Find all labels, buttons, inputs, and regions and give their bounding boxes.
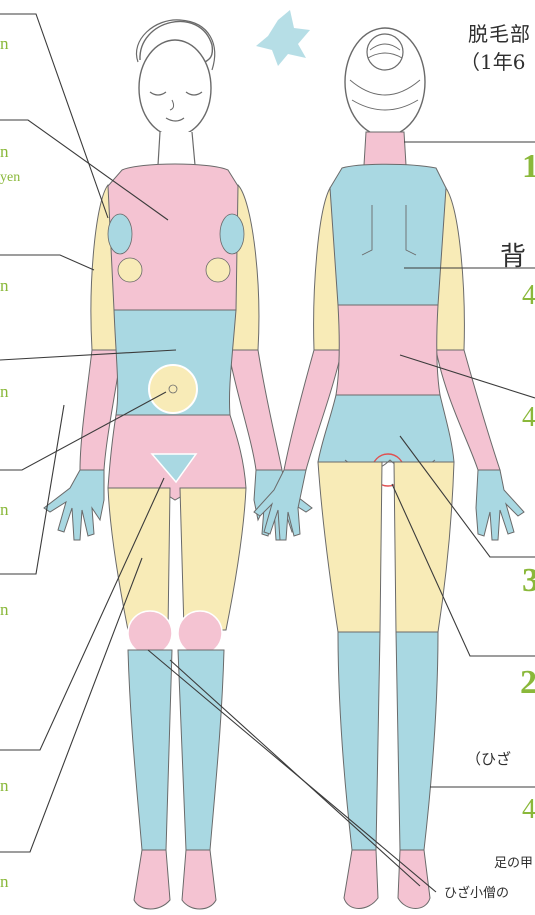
front-right-shin xyxy=(178,650,224,850)
front-left-areola xyxy=(118,258,142,282)
front-left-hand xyxy=(44,470,104,540)
front-left-thigh xyxy=(108,488,170,630)
left-label-6: n xyxy=(0,500,9,520)
front-right-thigh xyxy=(180,488,246,630)
right-label-3: 4 xyxy=(522,280,535,312)
header-line-1: 脱毛部 xyxy=(468,18,531,47)
leader-left-1 xyxy=(0,14,108,218)
leader-left-8 xyxy=(0,558,142,852)
right-label-10: ひざ小僧の xyxy=(444,882,509,901)
back-left-thigh xyxy=(318,462,382,632)
front-left-shin xyxy=(128,650,172,850)
front-navel xyxy=(149,365,197,413)
back-right-heel xyxy=(398,850,430,909)
back-figure xyxy=(254,28,524,909)
right-label-7: （ひざ xyxy=(466,748,511,769)
front-right-areola xyxy=(206,258,230,282)
front-left-knee xyxy=(128,611,172,655)
right-label-1: 1 xyxy=(522,148,535,186)
right-label-5: 3 xyxy=(522,562,535,600)
header-line-2: （1年6 xyxy=(460,46,525,75)
left-label-9: n xyxy=(0,872,9,892)
back-upper-back xyxy=(330,164,446,305)
back-lower-back xyxy=(336,305,440,395)
left-label-8: n xyxy=(0,776,9,796)
right-label-2: 背 xyxy=(500,236,526,273)
left-label-1: n xyxy=(0,34,9,54)
right-label-9: 足の甲 xyxy=(494,852,533,871)
back-nape xyxy=(364,132,406,165)
left-label-5: n xyxy=(0,382,9,402)
back-right-calf xyxy=(396,632,438,850)
front-left-foot xyxy=(134,850,170,909)
right-label-8: 4 xyxy=(522,794,535,826)
leaf-icon xyxy=(256,10,310,66)
right-label-4: 4 xyxy=(522,402,535,434)
front-right-foot xyxy=(182,850,216,909)
back-right-thigh xyxy=(394,462,454,632)
left-label-4: n xyxy=(0,276,9,296)
front-figure xyxy=(44,20,312,909)
back-left-heel xyxy=(344,850,378,909)
left-label-3: yen xyxy=(0,170,20,186)
back-right-hand xyxy=(476,470,524,540)
front-right-knee xyxy=(178,611,222,655)
leader-left-3 xyxy=(0,255,94,270)
leader-left-6 xyxy=(0,405,64,574)
back-buttocks xyxy=(318,395,454,462)
front-right-underarm xyxy=(220,214,244,254)
left-label-2: n xyxy=(0,142,9,162)
right-label-6: 2 xyxy=(520,664,535,702)
left-label-7: n xyxy=(0,600,9,620)
front-left-underarm xyxy=(108,214,132,254)
